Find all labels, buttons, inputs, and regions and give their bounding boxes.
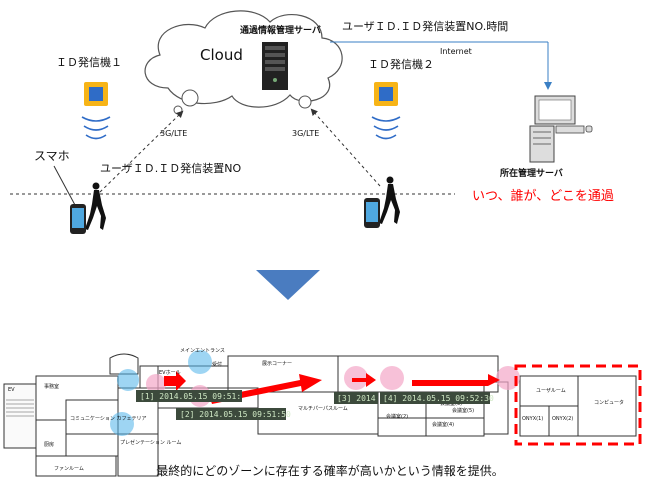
room-label: 事務室 <box>44 383 59 390</box>
cloud-bubble <box>181 89 199 107</box>
walking-person-icon <box>379 176 400 224</box>
room-label: 会議室(2) <box>386 413 408 420</box>
room-label: ONYX(2) <box>552 416 573 422</box>
svg-text:[2] 2014.05.15 09:51:50: [2] 2014.05.15 09:51:50 <box>180 410 291 419</box>
beacon2-label: ＩＤ発信機２ <box>368 57 434 71</box>
svg-text:[4] 2014.05.15 09:52:30: [4] 2014.05.15 09:52:30 <box>383 394 494 403</box>
room-label: ファンルーム <box>54 466 84 472</box>
result-text: いつ、誰が、どこを通過 <box>472 188 614 204</box>
room-label: ONYX(1) <box>522 416 543 422</box>
beacon1-label: ＩＤ発信機１ <box>56 55 122 69</box>
room-label: 会議室(4) <box>432 421 454 428</box>
zone-markers <box>110 350 520 436</box>
beacon1-icon <box>81 82 111 140</box>
internet-label: Internet <box>440 47 472 56</box>
room-label: コミュニケーション カフェテリア <box>70 415 147 422</box>
room-label: 展示コーナー <box>262 361 292 367</box>
beacon2-icon <box>371 82 401 140</box>
cloud-bubble <box>298 95 312 109</box>
room-label: マルチパーパスルーム <box>298 406 348 412</box>
smartphone-icon <box>364 198 380 228</box>
floor-plan <box>3 353 637 477</box>
room-label: メインエントランス <box>180 348 225 354</box>
caption-text: 最終的にどのゾーンに存在する確率が高いかという情報を提供。 <box>156 464 504 478</box>
server-label: 通過情報管理サーバ <box>240 24 321 36</box>
stairs <box>6 399 34 417</box>
room-label: コンピュータ <box>594 399 624 406</box>
lte-left-label: 3G/LTE <box>160 129 187 138</box>
svg-text:[3] 2014: [3] 2014 <box>337 394 376 403</box>
timestamp-tag: [4] 2014.05.15 09:52:30 <box>380 392 494 404</box>
walking-person-icon <box>85 182 106 230</box>
location-server-label: 所在管理サーバ <box>500 167 563 179</box>
timestamp-tag: [3] 2014 <box>334 392 378 404</box>
timestamp-tag: [2] 2014.05.15 09:51:50 <box>176 408 291 420</box>
cloud-label: Cloud <box>200 46 243 64</box>
highlight-zone-box <box>514 364 642 446</box>
uplink-left <box>99 110 184 193</box>
upload-label: ユーザＩＤ.ＩＤ発信装置NO <box>100 161 242 175</box>
room-label: 会議室(5) <box>452 407 474 414</box>
link-label: ユーザＩＤ.ＩＤ発信装置NO.時間 <box>342 19 508 33</box>
room-label: 厨房 <box>44 441 54 448</box>
cloud-bubble <box>173 105 183 115</box>
uplink-right <box>310 108 381 187</box>
cloud-shape <box>144 10 343 108</box>
phone-label: スマホ <box>34 149 70 163</box>
phone-pointer <box>53 165 76 206</box>
server-icon <box>262 42 288 90</box>
room-label: EVホール <box>159 370 181 376</box>
smartphone-icon <box>70 204 86 234</box>
svg-text:[1] 2014.05.15 09:51:: [1] 2014.05.15 09:51: <box>140 392 241 401</box>
computer-icon <box>529 95 593 163</box>
room-label: EV <box>8 387 15 393</box>
timestamp-tag: [1] 2014.05.15 09:51: <box>136 390 242 402</box>
down-arrow-icon <box>256 270 320 300</box>
room-label: プレゼンテーション ルーム <box>120 439 181 446</box>
room-label: ユーザルーム <box>536 388 566 394</box>
lte-right-label: 3G/LTE <box>292 129 319 138</box>
room-label: 受付 <box>212 361 222 368</box>
